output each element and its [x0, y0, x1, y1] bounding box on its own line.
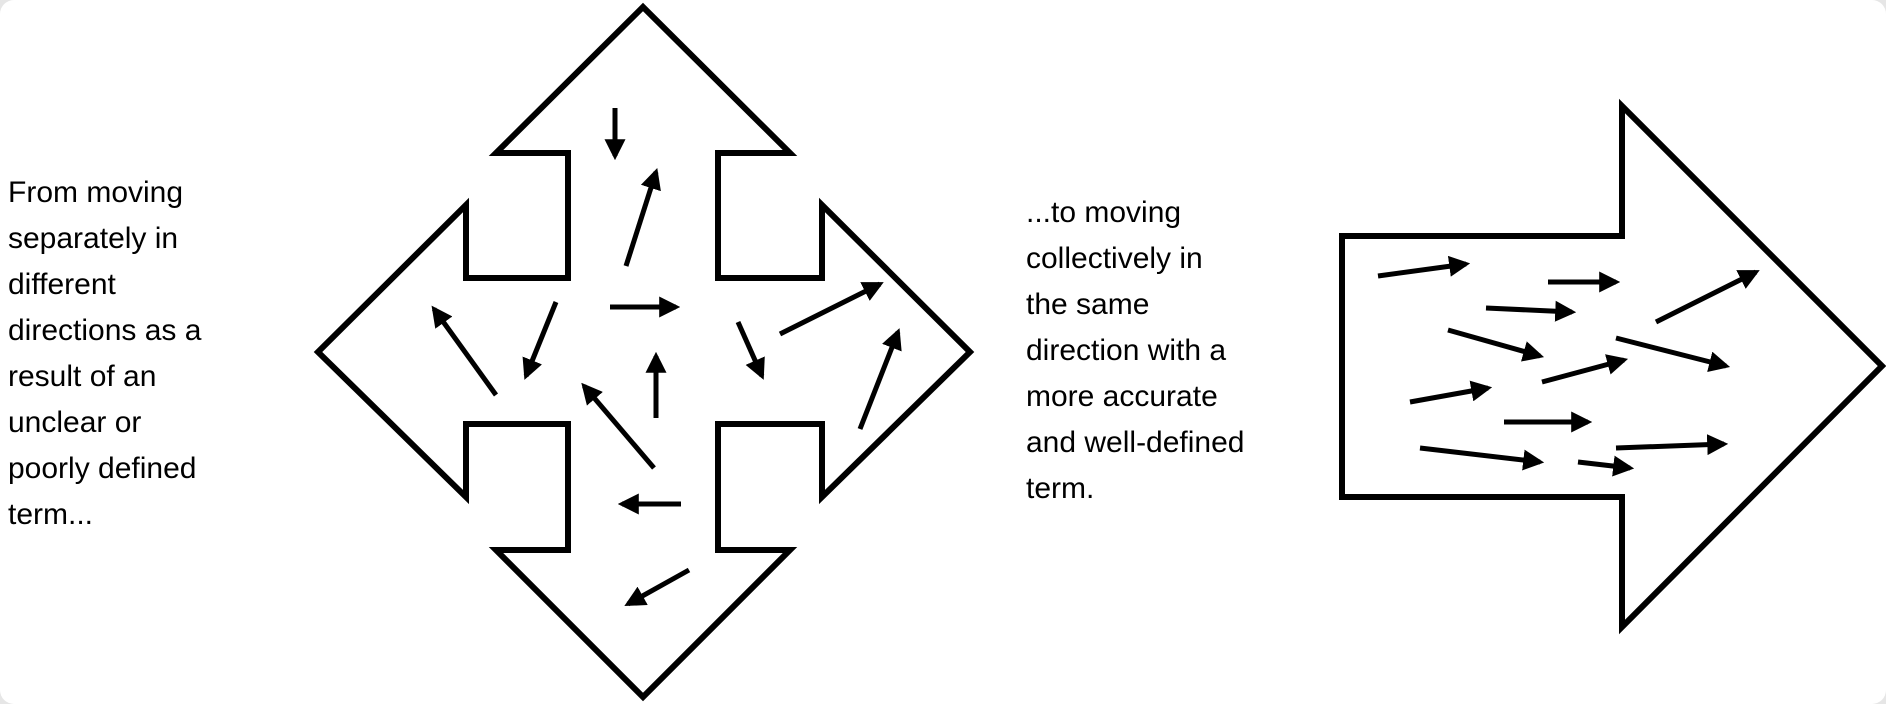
scattered-arrow — [431, 305, 499, 397]
caption-left-line: result of an — [8, 360, 157, 393]
scattered-arrow — [857, 328, 902, 430]
aligned-arrows — [1377, 255, 1760, 477]
caption-left-line: directions as a — [8, 314, 202, 347]
aligned-arrow — [1541, 354, 1629, 385]
caption-left-line: separately in — [8, 222, 179, 255]
aligned-arrow — [1409, 380, 1493, 405]
scattered-arrow — [624, 567, 691, 607]
scattered-arrow — [735, 320, 765, 380]
scattered-arrow — [581, 382, 656, 470]
caption-right: ...to moving collectively in the same di… — [1026, 190, 1244, 512]
aligned-arrow — [1419, 445, 1545, 471]
caption-right-line: collectively in — [1026, 242, 1203, 275]
caption-right-line: direction with a — [1026, 334, 1227, 367]
caption-right-line: more accurate — [1026, 380, 1218, 413]
caption-right-line: term. — [1026, 472, 1095, 505]
scattered-arrow — [522, 301, 559, 380]
right-arrow-icon — [1339, 98, 1886, 635]
scattered-arrows — [431, 108, 902, 607]
four-way-arrow-icon — [313, 2, 975, 702]
caption-left: From moving separately in different dire… — [8, 170, 201, 538]
aligned-arrow — [1485, 300, 1577, 322]
aligned-arrow — [1615, 335, 1731, 373]
caption-left-line: From moving — [8, 176, 184, 209]
scattered-arrow — [778, 281, 884, 337]
aligned-arrow — [1615, 434, 1729, 456]
aligned-arrow — [1447, 327, 1545, 362]
caption-left-line: unclear or — [8, 406, 142, 439]
caption-right-line: ...to moving — [1026, 196, 1182, 229]
aligned-arrow — [1377, 255, 1471, 279]
caption-left-line: term... — [8, 498, 94, 531]
aligned-arrow — [1654, 269, 1760, 325]
scattered-arrow — [623, 167, 661, 267]
caption-right-line: the same — [1026, 288, 1150, 321]
caption-left-line: different — [8, 268, 116, 301]
caption-left-line: poorly defined — [8, 452, 197, 485]
aligned-arrow — [1577, 455, 1635, 477]
caption-right-line: and well-defined — [1026, 426, 1245, 459]
